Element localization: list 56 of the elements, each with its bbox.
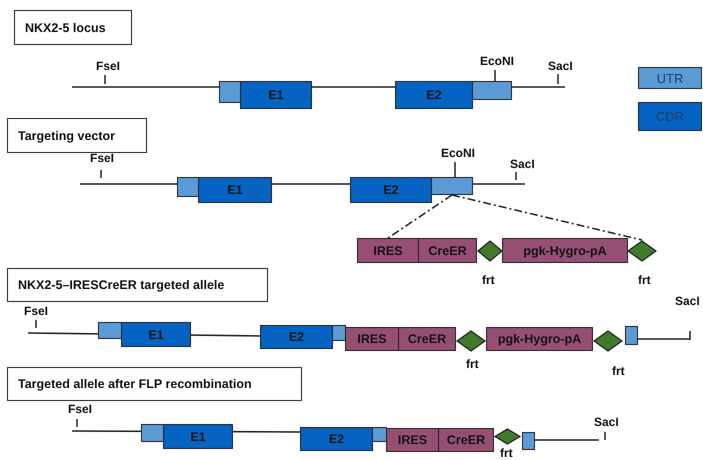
restriction-site-label: SacI	[675, 295, 700, 307]
cassette-element-box: CreER	[418, 238, 477, 263]
restriction-site-label: SacI	[510, 158, 535, 170]
frt-site-diamond	[477, 240, 503, 262]
frt-label: frt	[612, 365, 625, 377]
insertion-guide-line	[452, 194, 642, 241]
leader-line	[454, 162, 456, 177]
exon-box: E2	[260, 325, 333, 349]
restriction-site-label: FseI	[24, 305, 48, 317]
exon-box: E2	[300, 427, 373, 451]
restriction-site-label: FseI	[90, 152, 114, 164]
leader-line	[494, 70, 496, 81]
utr-block	[625, 326, 638, 345]
legend-label: CDR	[656, 109, 684, 124]
exon-box: E2	[350, 177, 432, 203]
section-title-box: NKX2-5–IRESCreER targeted allele	[7, 268, 268, 302]
legend-label: UTR	[656, 70, 684, 86]
cassette-element-box: pgk-Hygro-pA	[486, 327, 593, 351]
exon-box: E1	[163, 424, 233, 449]
cassette-element-box: IRES	[386, 428, 439, 452]
exon-box: E1	[240, 81, 312, 109]
frt-label: frt	[466, 358, 479, 370]
frt-label: frt	[500, 447, 513, 459]
insertion-guide-line	[388, 194, 452, 239]
utr-block	[522, 432, 535, 450]
cassette-element-box: IRES	[357, 238, 419, 263]
exon-box: E1	[198, 177, 272, 203]
cassette-element-box: CreER	[438, 428, 494, 452]
utr-block	[372, 427, 387, 442]
utr-block	[431, 177, 473, 195]
restriction-site-label: FseI	[96, 60, 120, 72]
utr-block	[219, 81, 241, 103]
restriction-site-label: FseI	[68, 403, 92, 415]
utr-block	[332, 325, 346, 341]
frt-label: frt	[482, 274, 495, 286]
frt-site-diamond	[593, 330, 623, 352]
utr-block	[98, 322, 122, 339]
frt-label: frt	[638, 274, 651, 286]
exon-box: E2	[395, 81, 473, 109]
restriction-site-label: EcoNI	[480, 55, 514, 67]
restriction-site-label: SacI	[548, 60, 573, 72]
section-title-box: Targeting vector	[7, 118, 147, 153]
utr-block	[472, 81, 512, 100]
frt-site-diamond	[627, 240, 657, 262]
cassette-element-box: pgk-Hygro-pA	[502, 238, 628, 263]
cassette-element-box: IRES	[345, 327, 399, 351]
utr-block	[141, 424, 164, 442]
cassette-element-box: CreER	[398, 327, 456, 351]
section-title-box: NKX2-5 locus	[14, 10, 132, 45]
frt-site-diamond	[494, 428, 521, 445]
frt-site-diamond	[456, 330, 486, 352]
utr-block	[177, 177, 199, 197]
section-title-box: Targeted allele after FLP recombination	[7, 367, 302, 401]
restriction-site-label: EcoNI	[441, 147, 476, 159]
restriction-site-label: SacI	[594, 416, 619, 428]
exon-box: E1	[121, 322, 191, 347]
